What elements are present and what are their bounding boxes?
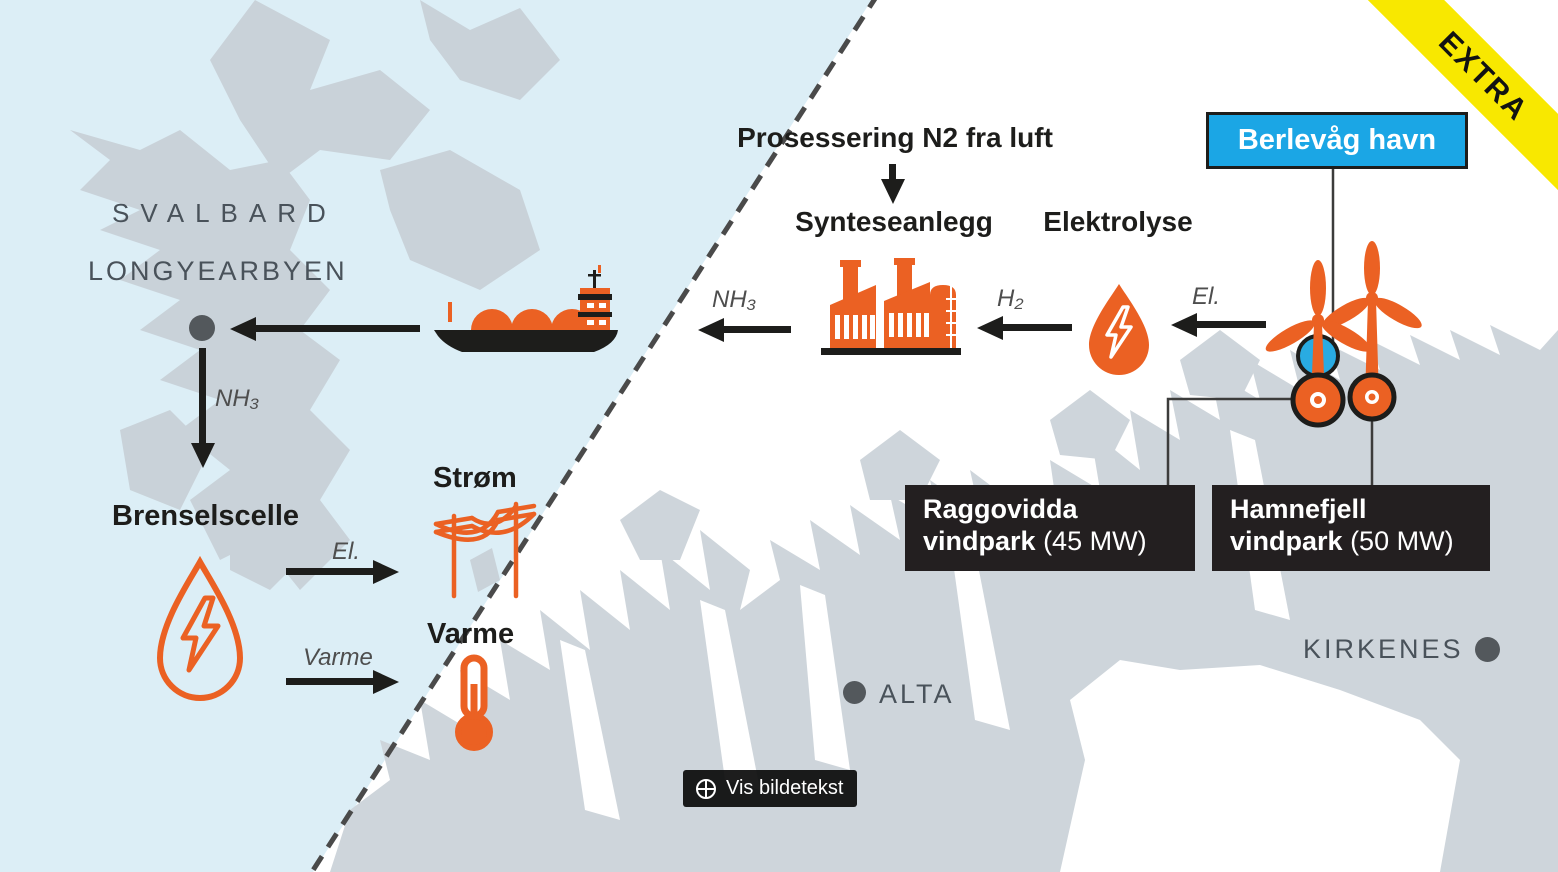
- arrow-el-to-electrolysis: [1196, 321, 1266, 328]
- raggovidda-capacity: (45 MW): [1043, 525, 1147, 556]
- raggovidda-type: vindpark: [923, 525, 1036, 556]
- nh3-down-label: NH₃: [215, 385, 260, 412]
- droplet-lightning-icon: [1089, 284, 1149, 375]
- arrow-nh3-down: [199, 348, 206, 444]
- heat-flow-label: Varme: [303, 644, 373, 671]
- synthesis-plant-icon: [821, 258, 961, 355]
- svalbard-region-label: SVALBARD: [112, 198, 337, 228]
- power-lines-icon: [433, 501, 537, 599]
- region-divider-dashed-line: [308, 0, 878, 872]
- h2-label: H₂: [997, 285, 1024, 312]
- arrow-heat: [286, 678, 374, 685]
- droplet-lightning-outline-icon: [156, 555, 244, 701]
- power-label: Strøm: [433, 462, 517, 494]
- arrow-n2-down: [889, 164, 896, 180]
- longyearbyen-label: LONGYEARBYEN: [88, 256, 348, 286]
- arrow-h2: [1002, 324, 1072, 331]
- raggovidda-connector-line: [1166, 397, 1300, 485]
- hamnefjell-capacity: (50 MW): [1350, 525, 1454, 556]
- kirkenes-dot: [1475, 637, 1500, 662]
- turbine-base-markers: [1290, 372, 1397, 428]
- lng-tanker-ship-icon: [434, 265, 618, 352]
- raggovidda-box: Raggovidda vindpark (45 MW): [905, 485, 1195, 571]
- heat-label: Varme: [427, 618, 515, 650]
- wind-turbine-icon: [1265, 241, 1422, 428]
- el-to-grid-label: El.: [332, 538, 361, 565]
- circled-plus-icon: [696, 778, 716, 799]
- show-caption-button[interactable]: Vis bildetekst: [683, 770, 858, 807]
- fuel-cell-label: Brenselscelle: [112, 500, 300, 532]
- raggovidda-name: Raggovidda: [923, 494, 1078, 524]
- nh3-to-ship-label: NH₃: [712, 286, 757, 313]
- show-caption-label: Vis bildetekst: [726, 777, 844, 799]
- hamnefjell-type: vindpark: [1230, 525, 1343, 556]
- arrow-ship-to-longyearbyen: [255, 325, 420, 332]
- n2-processing-label: Prosessering N2 fra luft: [737, 122, 1053, 153]
- hamnefjell-box: Hamnefjell vindpark (50 MW): [1212, 485, 1490, 571]
- arrow-nh3-to-ship: [723, 326, 791, 333]
- alta-dot: [843, 681, 866, 704]
- electrolysis-label: Elektrolyse: [1043, 206, 1193, 237]
- svalbard-archipelago: [70, 0, 560, 592]
- el-to-electrolysis-label: El.: [1192, 283, 1221, 310]
- port-label: Berlevåg havn: [1206, 112, 1468, 169]
- kirkenes-label: KIRKENES: [1303, 634, 1464, 664]
- thermometer-icon: [455, 654, 493, 751]
- synthesis-plant-label: Synteseanlegg: [795, 206, 993, 237]
- hamnefjell-name: Hamnefjell: [1230, 494, 1367, 524]
- longyearbyen-dot: [189, 315, 215, 341]
- arrow-el-to-grid: [286, 568, 374, 575]
- alta-label: ALTA: [879, 679, 955, 709]
